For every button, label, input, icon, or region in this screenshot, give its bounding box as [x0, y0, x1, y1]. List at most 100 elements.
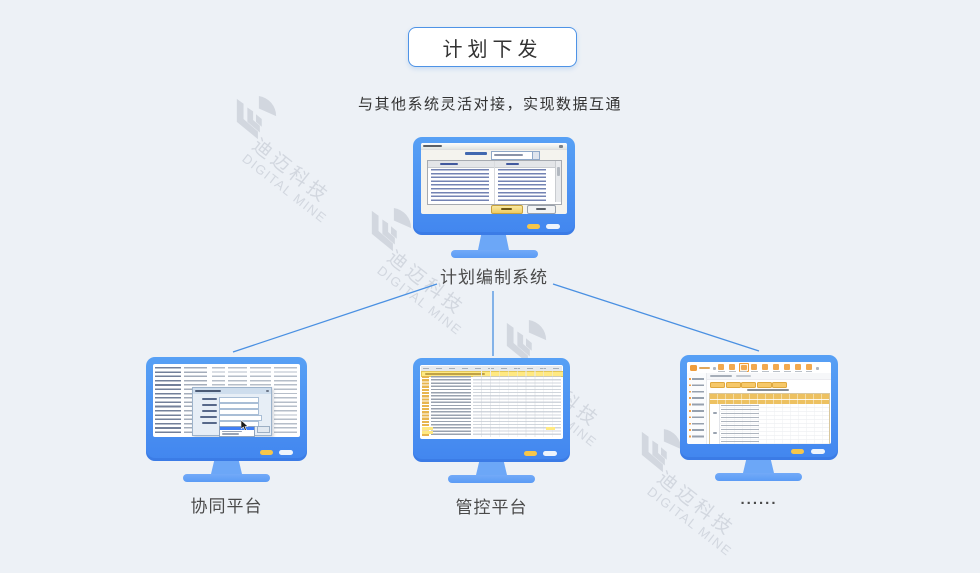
monitor-stand-neck: [476, 462, 507, 475]
report-table: [709, 393, 830, 444]
app-logo-icon: [690, 364, 697, 371]
app-logo-text: [698, 366, 710, 369]
confirm-button-text: [501, 208, 512, 210]
plan-list-table: [427, 160, 562, 205]
form-label: [202, 397, 217, 400]
screen-control-grid: [420, 365, 563, 439]
screen-web-app: [687, 362, 831, 444]
body-text-skeleton: [721, 405, 759, 443]
close-icon: [559, 144, 563, 148]
node-label-other: ......: [740, 491, 778, 508]
toolbar-icon: [718, 364, 724, 370]
mouse-cursor-icon: [241, 420, 249, 431]
form-label: [202, 409, 217, 412]
dropdown-option: [222, 433, 239, 435]
yellow-cell: [421, 430, 433, 434]
date-dropdown: [491, 151, 540, 160]
toolbar-icon: [784, 364, 790, 370]
speaker-slot-icon: [546, 224, 560, 229]
monitor-plan-system: 计划编制系统: [413, 137, 575, 287]
monitor-stand-base: [451, 250, 538, 258]
monitor-collab-platform: 协同平台: [146, 357, 307, 517]
cancel-button: [527, 205, 556, 214]
col-header-text: [440, 162, 458, 165]
toolbar-icon: [806, 364, 812, 370]
screen-collab-table: [153, 364, 300, 437]
yellow-cell: [546, 427, 555, 430]
power-light-icon: [527, 224, 540, 229]
action-button: [725, 381, 741, 388]
yellow-cell: [421, 427, 433, 430]
breadcrumb-text: [736, 375, 751, 377]
header-divider: [710, 398, 829, 400]
monitor-stand-base: [715, 473, 802, 481]
row-tag-chips-skeleton: [421, 376, 429, 437]
dialog-titlebar: [193, 388, 271, 394]
form-label: [200, 415, 217, 418]
scrollbar-thumb: [556, 167, 560, 176]
node-label-plan-system: 计划编制系统: [440, 268, 548, 287]
plan-date-label: [465, 152, 487, 155]
close-icon: [266, 389, 269, 393]
power-light-icon: [260, 450, 273, 455]
page-subtitle: 与其他系统灵活对接，实现数据互通: [357, 96, 622, 113]
monitor-stand-base: [448, 475, 535, 483]
dropdown-option: [222, 431, 242, 433]
table-rows-skeleton: [431, 168, 489, 202]
chevron-right-icon: [816, 366, 819, 370]
table-rows-skeleton: [498, 168, 546, 202]
toolbar-labels-skeleton: [718, 370, 812, 372]
toolbar-icon: [751, 364, 757, 370]
confirm-button: [491, 205, 523, 214]
dialog-title-text: [423, 145, 442, 147]
connector-line-left: [232, 283, 438, 353]
sidebar-items-skeleton: [692, 378, 704, 438]
row-name-skeleton: [430, 376, 471, 437]
dialog-button: [257, 426, 270, 433]
power-light-icon: [791, 449, 804, 454]
monitor-stand-base: [183, 474, 270, 482]
speaker-slot-icon: [811, 449, 825, 454]
action-button: [741, 381, 756, 388]
chevron-left-icon: [713, 366, 716, 370]
breadcrumb-bar: [707, 373, 831, 380]
cancel-button-text: [536, 208, 546, 210]
dropdown-option-selected: [220, 427, 254, 430]
power-light-icon: [524, 451, 537, 456]
report-table-header: [710, 394, 829, 404]
highlighted-row-text: [425, 373, 485, 375]
form-label: [202, 421, 217, 424]
action-button: [710, 381, 725, 388]
speaker-slot-icon: [543, 451, 557, 456]
toolbar-icon: [729, 364, 735, 370]
app-sidebar: [687, 373, 707, 444]
page-title: 计划下发: [408, 27, 577, 67]
monitor-control-platform: 管控平台: [413, 358, 570, 518]
table-col-skeleton: [274, 367, 297, 434]
breadcrumb-text: [710, 375, 732, 377]
toolbar-icon: [795, 364, 801, 370]
dialog-title-text: [195, 389, 221, 392]
action-button: [756, 381, 772, 388]
toolbar-icon: [740, 364, 747, 371]
group-label-skeleton: [712, 412, 717, 414]
date-dropdown-value: [494, 153, 523, 156]
monitor-stand-neck: [478, 235, 509, 250]
action-button: [772, 381, 787, 388]
row-values-skeleton: [473, 376, 561, 437]
edit-dialog: [192, 387, 272, 437]
screen-plan-dialog: [421, 143, 567, 214]
form-label: [202, 403, 217, 406]
report-title-skeleton: [747, 388, 789, 392]
monitor-stand-neck: [743, 460, 774, 473]
column-divider: [494, 161, 495, 204]
spinner-icon: [532, 152, 539, 159]
table-col-skeleton: [155, 367, 181, 434]
scrollbar: [554, 161, 561, 202]
toolbar-icon: [762, 364, 768, 370]
connector-line-right: [552, 283, 760, 352]
group-label-skeleton: [712, 432, 717, 434]
dropdown-list-open: [219, 426, 255, 437]
